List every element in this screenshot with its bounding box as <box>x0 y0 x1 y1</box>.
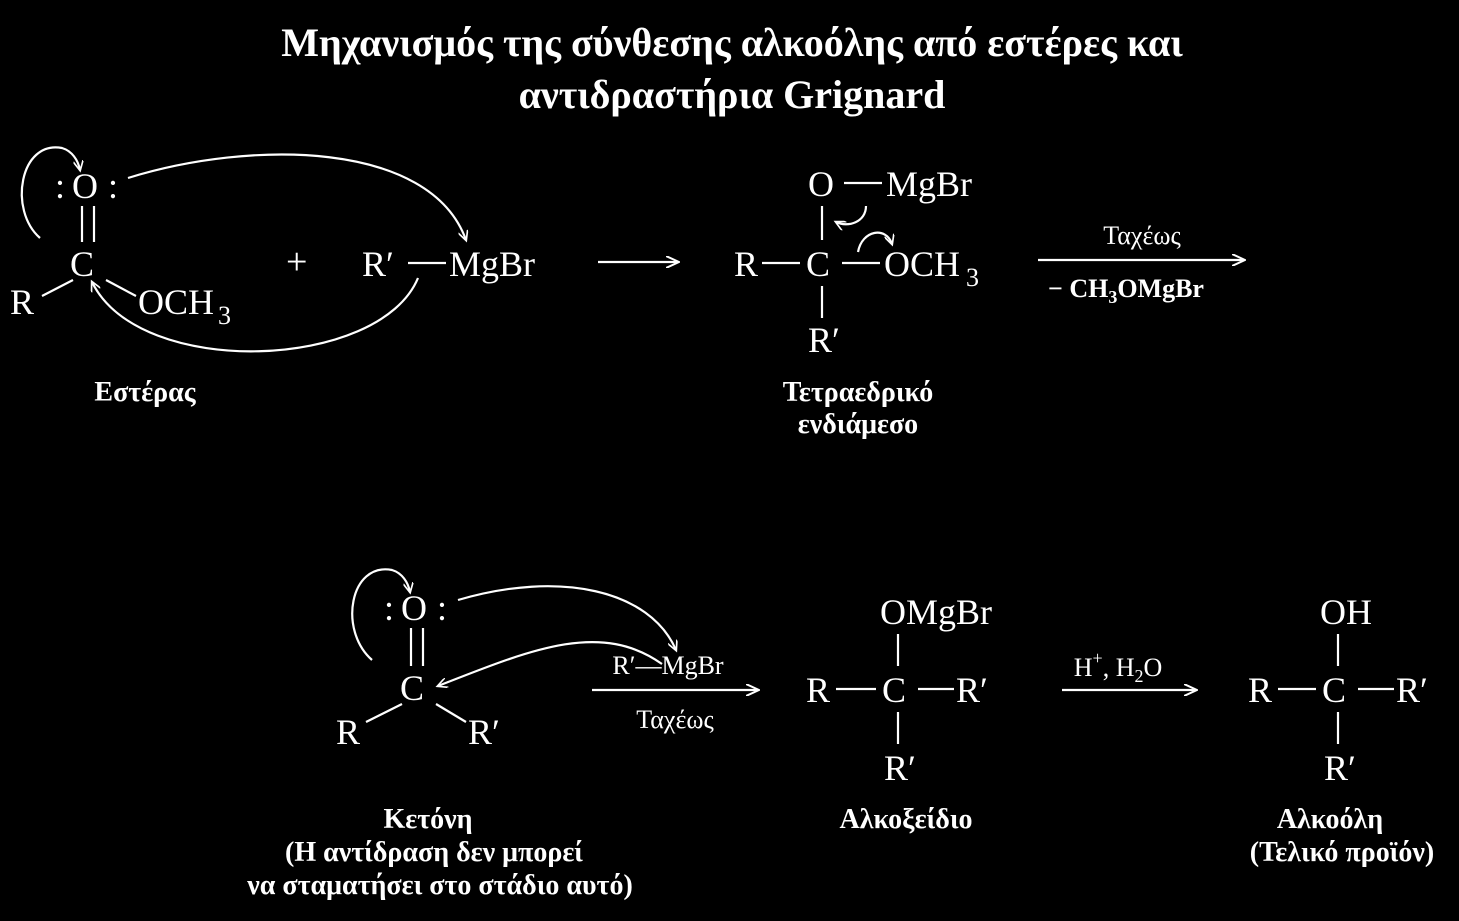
tetra-carbon: C <box>806 244 830 284</box>
alcohol-r-prime-down: R′ <box>1324 748 1356 788</box>
ester-r: R <box>10 282 34 322</box>
plus-sign: + <box>286 241 307 283</box>
ketone-oxygen: O <box>401 588 427 628</box>
arrow-pi-to-oxygen <box>20 146 80 239</box>
label-ketone-3: να σταματήσει στο στάδιο αυτό) <box>246 870 633 901</box>
grignard-mgbr: MgBr <box>449 244 535 284</box>
ketone-r-prime: R′ <box>468 712 500 752</box>
alkoxide-r-prime-down: R′ <box>884 748 916 788</box>
alcohol-oh: OH <box>1320 592 1372 632</box>
label-alkoxide: Αλκοξείδιο <box>839 804 972 835</box>
arrow-ketone-lone-pair-to-mg <box>457 585 676 650</box>
alkoxide-r-prime-right: R′ <box>956 670 988 710</box>
arrow3-label-fast: Ταχέως <box>636 705 714 734</box>
label-tetra-2: ενδιάμεσο <box>798 409 918 440</box>
ketone-bond-rp <box>435 703 467 723</box>
arrow4-label-reagent: H+, H2O <box>1074 648 1163 686</box>
alcohol-r: R <box>1248 670 1272 710</box>
alkoxide-structure: OMgBr R C R′ R′ <box>806 592 992 788</box>
label-ketone-2: (Η αντίδραση δεν μπορεί <box>285 837 583 868</box>
alcohol-carbon: C <box>1322 670 1346 710</box>
arrow-r-to-carbon <box>92 277 420 353</box>
tetra-r-prime: R′ <box>808 320 840 360</box>
arrow-ketone-pi-to-oxygen <box>351 568 410 661</box>
arrow2-label-fast: Ταχέως <box>1103 221 1181 250</box>
title-line-2: αντιδραστήρια Grignard <box>519 72 946 117</box>
label-tetra-1: Τετραεδρικό <box>783 377 934 408</box>
tetra-oxygen: O <box>808 164 834 204</box>
alcohol-r-prime-right: R′ <box>1396 670 1428 710</box>
label-alcohol-2: (Τελικό προϊόν) <box>1250 837 1434 868</box>
ester-carbon: C <box>70 244 94 284</box>
arrow-ketone-r-to-carbon <box>438 641 663 686</box>
ester-bond-och3 <box>105 279 137 297</box>
ketone-lone-pair-right: : <box>437 588 447 628</box>
ketone-bond-r <box>365 703 403 723</box>
arrow3-label-reagent: R′—MgBr <box>612 651 723 680</box>
ester-oxygen: O <box>72 166 98 206</box>
tetra-och-sub3: 3 <box>966 263 979 292</box>
ketone-r: R <box>336 712 360 752</box>
ester-och: OCH <box>138 282 214 322</box>
tetra-r: R <box>734 244 758 284</box>
arrow-lone-pair-to-mg <box>127 153 466 240</box>
alcohol-structure: OH R C R′ R′ <box>1248 592 1428 788</box>
tetrahedral-intermediate: O MgBr R C OCH 3 R′ <box>734 164 979 360</box>
ketone-structure: : O : C R R′ <box>336 588 500 752</box>
label-ketone-1: Κετόνη <box>383 804 472 835</box>
grignard-reagent: R′ MgBr <box>362 244 535 284</box>
arrow-tetra-bond-to-och3 <box>856 231 892 253</box>
ester-structure: : O : C R OCH 3 <box>10 166 231 330</box>
arrow-tetra-o-to-bond <box>836 205 868 224</box>
label-alcohol-1: Αλκοόλη <box>1277 804 1383 835</box>
ester-lone-pair-left: : <box>55 166 65 206</box>
alkoxide-r: R <box>806 670 830 710</box>
tetra-mgbr: MgBr <box>886 164 972 204</box>
alkoxide-omgbr: OMgBr <box>880 592 992 632</box>
alkoxide-carbon: C <box>882 670 906 710</box>
grignard-r-prime: R′ <box>362 244 394 284</box>
ester-lone-pair-right: : <box>108 166 118 206</box>
label-ester: Εστέρας <box>94 377 196 408</box>
ester-bond-r <box>41 279 74 297</box>
ester-och-sub3: 3 <box>218 301 231 330</box>
ketone-lone-pair-left: : <box>384 588 394 628</box>
title-line-1: Μηχανισμός της σύνθεσης αλκοόλης από εστ… <box>281 20 1183 65</box>
tetra-och: OCH <box>884 244 960 284</box>
arrow2-label-byproduct: − CH3OMgBr <box>1048 274 1204 307</box>
ketone-carbon: C <box>400 668 424 708</box>
